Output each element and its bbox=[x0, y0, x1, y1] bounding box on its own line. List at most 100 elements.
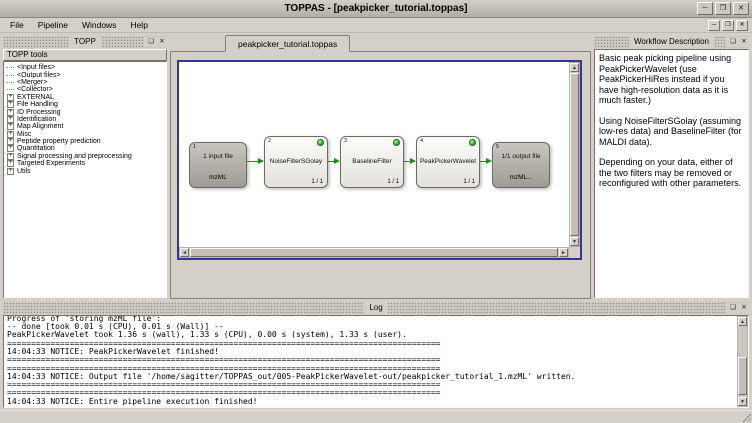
mdi-restore-icon[interactable]: ❐ bbox=[722, 19, 734, 31]
scrollbar-thumb[interactable] bbox=[190, 248, 558, 257]
resize-grip[interactable] bbox=[741, 412, 751, 422]
node-number: 1 bbox=[193, 144, 197, 150]
node-number: 5 bbox=[496, 144, 500, 150]
node-title: 1/1 output file bbox=[501, 153, 541, 160]
node-title: 1 input file bbox=[203, 153, 233, 160]
tree-item-id-processing[interactable]: +ID Processing bbox=[7, 108, 61, 116]
close-icon[interactable]: ✕ bbox=[733, 2, 749, 15]
expand-icon[interactable]: + bbox=[7, 123, 14, 131]
tree-item-output-files[interactable]: <Output files> bbox=[7, 71, 166, 79]
tree-branch bbox=[7, 74, 14, 76]
close-icon[interactable]: ✕ bbox=[157, 37, 167, 47]
scroll-left-icon[interactable]: ◄ bbox=[180, 248, 189, 257]
float-icon[interactable]: ❏ bbox=[728, 303, 738, 313]
expand-icon[interactable]: + bbox=[7, 101, 14, 109]
log-line: 14:04:33 NOTICE: Entire pipeline executi… bbox=[7, 397, 258, 406]
description-dock-titlebar[interactable]: Workflow Description ❏ ✕ bbox=[594, 36, 749, 48]
pipeline-canvas-inner: 1 1 input file mzML 2 NoiseFilterSGolay … bbox=[179, 62, 580, 258]
log-line: 14:04:33 NOTICE: PeakPickerWavelet finis… bbox=[7, 347, 219, 356]
expand-icon[interactable]: + bbox=[7, 115, 14, 123]
log-line: PeakPickerWavelet took 1.36 s (wall), 1.… bbox=[7, 331, 407, 340]
log-line: ========================================… bbox=[7, 339, 441, 348]
description-text: Basic peak picking pipeline using PeakPi… bbox=[594, 49, 749, 298]
workspace-pane: 1 1 input file mzML 2 NoiseFilterSGolay … bbox=[170, 51, 591, 299]
node-number: 4 bbox=[420, 138, 424, 144]
expand-icon[interactable]: + bbox=[7, 160, 14, 168]
tree-item-file-handling[interactable]: +File Handling bbox=[7, 101, 58, 109]
pipeline-canvas[interactable]: 1 1 input file mzML 2 NoiseFilterSGolay … bbox=[177, 60, 582, 260]
expand-icon[interactable]: + bbox=[7, 138, 14, 146]
workflow-edge bbox=[404, 157, 416, 164]
tree-item-input-files[interactable]: <Input files> bbox=[7, 64, 166, 71]
workflow-node-output[interactable]: 5 1/1 output file mzML... bbox=[492, 142, 550, 188]
log-output: -- done [took 0.38 s (CPU), 0.58 s (Wall… bbox=[3, 315, 749, 408]
workflow-node-noisefiltersgolay[interactable]: 2 NoiseFilterSGolay 1 / 1 bbox=[264, 136, 328, 188]
window-titlebar[interactable]: TOPPAS - [peakpicker_tutorial.toppas] ─ … bbox=[0, 0, 752, 18]
log-dock-buttons: ❏ ✕ bbox=[726, 303, 749, 313]
tree-item-collector[interactable]: <Collector> bbox=[7, 86, 166, 93]
topp-dock-titlebar[interactable]: TOPP ❏ ✕ bbox=[3, 36, 167, 48]
description-paragraph: Basic peak picking pipeline using PeakPi… bbox=[599, 53, 732, 105]
workflow-node-baselinefilter[interactable]: 3 BaselineFilter 1 / 1 bbox=[340, 136, 404, 188]
topp-dock-title: TOPP bbox=[69, 36, 101, 48]
scroll-down-icon[interactable]: ▼ bbox=[738, 397, 747, 406]
scroll-up-icon[interactable]: ▲ bbox=[570, 63, 579, 72]
workflow-node-input[interactable]: 1 1 input file mzML bbox=[189, 142, 247, 188]
close-icon[interactable]: ✕ bbox=[739, 37, 749, 47]
tree-item-map-alignment[interactable]: +Map Alignment bbox=[7, 123, 64, 131]
menu-help[interactable]: Help bbox=[130, 20, 148, 30]
tree-branch bbox=[7, 67, 14, 69]
workspace: peakpicker_tutorial.toppas 1 1 input fil… bbox=[170, 35, 591, 299]
canvas-vertical-scrollbar[interactable]: ▲ ▼ bbox=[569, 62, 580, 247]
close-icon[interactable]: ✕ bbox=[739, 303, 749, 313]
mdi-window-controls: ─ ❐ ✕ bbox=[708, 19, 752, 31]
expand-icon[interactable]: + bbox=[7, 108, 14, 116]
menu-windows[interactable]: Windows bbox=[81, 20, 117, 30]
scroll-down-icon[interactable]: ▼ bbox=[570, 237, 579, 246]
description-paragraph: Depending on your data, either of the tw… bbox=[599, 157, 742, 188]
scrollbar-corner bbox=[569, 247, 580, 258]
scrollbar-thumb[interactable] bbox=[570, 73, 579, 236]
menu-pipeline[interactable]: Pipeline bbox=[37, 20, 68, 30]
log-line: ========================================… bbox=[7, 364, 441, 373]
node-progress: 1 / 1 bbox=[311, 179, 323, 185]
tab-peakpicker-tutorial[interactable]: peakpicker_tutorial.toppas bbox=[225, 35, 351, 52]
maximize-icon[interactable]: ❐ bbox=[715, 2, 731, 15]
tree-item-identification[interactable]: +Identification bbox=[7, 115, 57, 123]
float-icon[interactable]: ❏ bbox=[146, 37, 156, 47]
log-dock-titlebar[interactable]: Log ❏ ✕ bbox=[3, 302, 749, 314]
minimize-icon[interactable]: ─ bbox=[697, 2, 713, 15]
log-line: ========================================… bbox=[7, 381, 441, 390]
canvas-horizontal-scrollbar[interactable]: ◄ ► bbox=[179, 247, 569, 258]
expand-icon[interactable]: + bbox=[7, 93, 14, 101]
scroll-up-icon[interactable]: ▲ bbox=[738, 317, 747, 326]
node-subtitle: mzML... bbox=[509, 174, 533, 181]
description-dock-buttons: ❏ ✕ bbox=[726, 37, 749, 47]
tree-item-quantitation[interactable]: +Quantitation bbox=[7, 145, 55, 153]
menu-file[interactable]: File bbox=[10, 20, 24, 30]
log-line: -- done [took 0.01 s (CPU), 0.01 s (Wall… bbox=[7, 323, 224, 332]
node-title: NoiseFilterSGolay bbox=[269, 158, 323, 165]
mdi-minimize-icon[interactable]: ─ bbox=[708, 19, 720, 31]
log-dock-title: Log bbox=[364, 302, 388, 314]
tree-item-external[interactable]: +EXTERNAL bbox=[7, 93, 54, 101]
expand-icon[interactable]: + bbox=[7, 167, 14, 175]
expand-icon[interactable]: + bbox=[7, 130, 14, 138]
expand-icon[interactable]: + bbox=[7, 152, 14, 160]
node-subtitle: mzML bbox=[209, 174, 227, 181]
scroll-right-icon[interactable]: ► bbox=[559, 248, 568, 257]
tree-item-targeted-experiments[interactable]: +Targeted Experiments bbox=[7, 160, 86, 168]
mdi-close-icon[interactable]: ✕ bbox=[736, 19, 748, 31]
log-vertical-scrollbar[interactable]: ▲ ▼ bbox=[737, 316, 748, 407]
workflow-node-peakpickerwavelet[interactable]: 4 PeakPickerWavelet 1 / 1 bbox=[416, 136, 480, 188]
expand-icon[interactable]: + bbox=[7, 145, 14, 153]
log-lines: -- done [took 0.38 s (CPU), 0.58 s (Wall… bbox=[7, 316, 732, 406]
log-dock: Log ❏ ✕ -- done [took 0.38 s (CPU), 0.58… bbox=[2, 301, 750, 409]
tree-item-utils[interactable]: +Utils bbox=[7, 167, 31, 175]
scrollbar-thumb[interactable] bbox=[738, 357, 747, 395]
tree-item-misc[interactable]: +Misc bbox=[7, 130, 32, 138]
tree-item-signal-processing[interactable]: +Signal processing and preprocessing bbox=[7, 152, 132, 160]
float-icon[interactable]: ❏ bbox=[728, 37, 738, 47]
tree-item-merger[interactable]: <Merger> bbox=[7, 79, 166, 86]
tree-item-peptide-property-prediction[interactable]: +Peptide property prediction bbox=[7, 138, 101, 146]
